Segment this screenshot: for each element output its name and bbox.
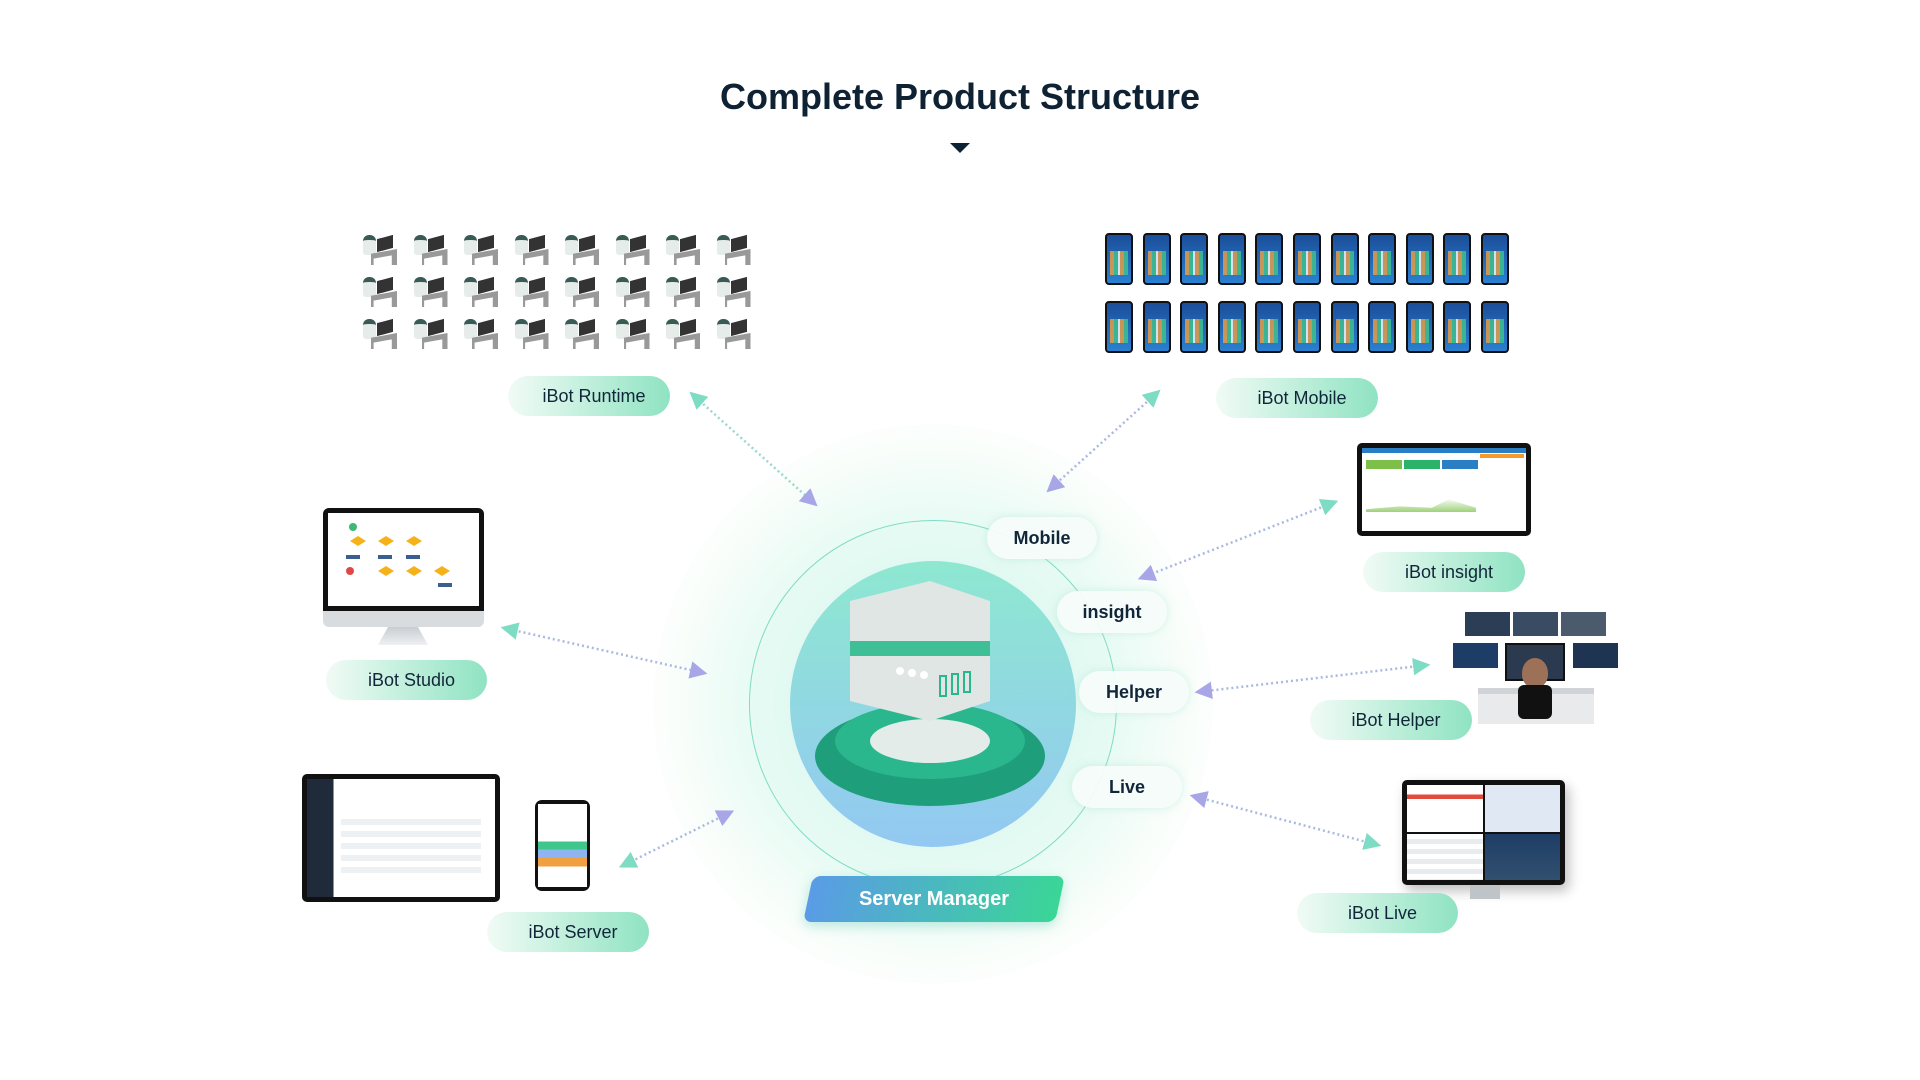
robot-desk-icon xyxy=(563,233,601,267)
mobile-phone-icon xyxy=(1217,233,1246,285)
robot-desk-icon xyxy=(513,275,551,309)
product-pill-server[interactable]: iBot Server xyxy=(487,912,649,952)
mobile-phone-icon xyxy=(1405,301,1434,353)
robot-desk-icon xyxy=(412,317,450,351)
robot-desk-icon xyxy=(462,317,500,351)
mobile-phone-icon xyxy=(1180,233,1209,285)
arrow-server xyxy=(618,810,735,868)
mobile-phone-icon xyxy=(1443,233,1472,285)
robot-desk-icon xyxy=(361,317,399,351)
mobile-phone-icon xyxy=(1405,233,1434,285)
robot-desk-icon xyxy=(563,275,601,309)
robot-desk-icon xyxy=(715,317,753,351)
robot-desk-icon xyxy=(614,275,652,309)
mobile-phone-icon xyxy=(1330,301,1359,353)
caret-down-icon xyxy=(950,143,970,153)
robot-desk-icon xyxy=(412,233,450,267)
product-pill-insight[interactable]: iBot insight xyxy=(1363,552,1525,592)
arrow-insight xyxy=(1137,498,1339,582)
server-phone-image xyxy=(535,800,590,891)
product-pill-live[interactable]: iBot Live xyxy=(1297,893,1458,933)
mobile-phone-icon xyxy=(1330,233,1359,285)
page-title: Complete Product Structure xyxy=(719,76,1201,117)
mobile-phone-icon xyxy=(1105,301,1133,353)
product-pill-studio[interactable]: iBot Studio xyxy=(326,660,487,700)
mobile-phone-icon xyxy=(1255,301,1284,353)
robot-desk-icon xyxy=(462,233,500,267)
mobile-phone-icon xyxy=(1105,233,1133,285)
mobile-phone-icon xyxy=(1368,233,1397,285)
arrow-runtime xyxy=(689,391,818,507)
robot-desk-icon xyxy=(361,275,399,309)
mobile-phone-icon xyxy=(1292,233,1321,285)
mobile-phone-icon xyxy=(1142,301,1171,353)
robot-desk-icon xyxy=(664,275,702,309)
ring-label-helper: Helper xyxy=(1079,671,1189,713)
robot-desk-icon xyxy=(664,317,702,351)
server-laptop-image xyxy=(302,774,500,902)
mobile-phone-icon xyxy=(1443,301,1472,353)
mobile-phone-icon xyxy=(1142,233,1171,285)
mobile-phone-icon xyxy=(1180,301,1209,353)
robot-desk-icon xyxy=(412,275,450,309)
runtime-robot-grid xyxy=(361,233,765,351)
server-illustration xyxy=(790,561,1076,847)
robot-desk-icon xyxy=(614,317,652,351)
mobile-phone-icon xyxy=(1368,301,1397,353)
mobile-phone-icon xyxy=(1292,301,1321,353)
product-pill-runtime[interactable]: iBot Runtime xyxy=(508,376,670,416)
insight-dashboard-image xyxy=(1357,443,1531,536)
product-pill-helper[interactable]: iBot Helper xyxy=(1310,700,1472,740)
arrow-live xyxy=(1189,791,1382,850)
mobile-phone-icon xyxy=(1480,233,1509,285)
robot-desk-icon xyxy=(513,317,551,351)
robot-desk-icon xyxy=(513,233,551,267)
mobile-phone-icon xyxy=(1480,301,1509,353)
arrow-mobile xyxy=(1046,389,1161,493)
robot-desk-icon xyxy=(715,233,753,267)
robot-desk-icon xyxy=(664,233,702,267)
robot-desk-icon xyxy=(563,317,601,351)
robot-desk-icon xyxy=(361,233,399,267)
server-manager-label[interactable]: Server Manager xyxy=(858,887,1010,910)
ring-label-insight: insight xyxy=(1057,591,1167,633)
mobile-phone-icon xyxy=(1217,301,1246,353)
robot-desk-icon xyxy=(715,275,753,309)
ring-label-mobile: Mobile xyxy=(987,517,1097,559)
mobile-phone-icon xyxy=(1255,233,1284,285)
arrow-helper xyxy=(1194,657,1431,700)
robot-desk-icon xyxy=(462,275,500,309)
robot-desk-icon xyxy=(614,233,652,267)
ring-label-live: Live xyxy=(1072,766,1182,808)
mobile-phone-grid xyxy=(1105,233,1519,353)
product-pill-mobile[interactable]: iBot Mobile xyxy=(1216,378,1378,418)
arrow-studio xyxy=(500,622,708,679)
